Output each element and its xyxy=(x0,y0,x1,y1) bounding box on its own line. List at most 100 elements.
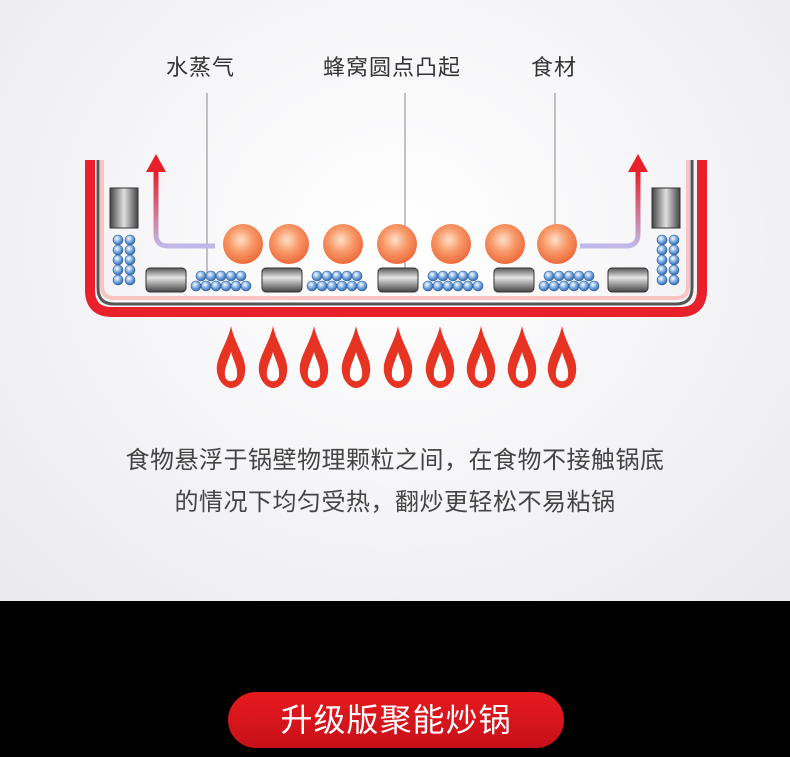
steam-bubble xyxy=(543,270,555,282)
steam-bubble xyxy=(573,270,585,282)
steam-bubble xyxy=(432,280,444,292)
steam-bubble xyxy=(553,270,565,282)
food-ball xyxy=(269,224,309,264)
steam-bubble xyxy=(311,270,323,282)
honeycomb-bumps xyxy=(145,267,649,293)
food-ball xyxy=(223,224,263,264)
steam-bubble xyxy=(538,280,550,292)
steam-bubble xyxy=(668,264,680,276)
steam-bubble xyxy=(112,234,124,246)
steam-bubble xyxy=(205,270,217,282)
flames xyxy=(216,326,577,388)
flame xyxy=(258,326,288,388)
pan-side-block-left xyxy=(109,187,139,229)
steam-arrow-left xyxy=(146,154,215,249)
flame xyxy=(216,326,246,388)
pan-inner-edge xyxy=(100,160,690,300)
steam-bubble xyxy=(656,274,668,286)
steam-bubble xyxy=(326,280,338,292)
label-steam: 水蒸气 xyxy=(166,56,236,81)
food-ball xyxy=(431,224,471,264)
steam-bubble xyxy=(230,280,242,292)
flame xyxy=(341,326,371,388)
steam-bubble xyxy=(235,270,247,282)
steam-bubble xyxy=(457,270,469,282)
steam-bubble xyxy=(195,270,207,282)
steam-bubble xyxy=(200,280,212,292)
steam-bubble xyxy=(331,270,343,282)
flame xyxy=(425,326,455,388)
steam-bubble xyxy=(124,264,136,276)
steam-bubble xyxy=(583,270,595,282)
steam-bubble xyxy=(588,280,600,292)
steam-bubble xyxy=(112,264,124,276)
steam-bubble xyxy=(668,244,680,256)
pan-shell xyxy=(85,160,707,317)
flame xyxy=(466,326,496,388)
steam-bubble xyxy=(558,280,570,292)
steam-bubble xyxy=(422,280,434,292)
steam-bubble xyxy=(112,244,124,256)
steam-bubble xyxy=(220,280,232,292)
flame xyxy=(299,326,329,388)
steam-bubble xyxy=(346,280,358,292)
diagram-panel: 水蒸气 蜂窝圆点凸起 食材 食物悬浮于锅壁物理颗粒之间，在食物不接触锅底 的情况… xyxy=(0,0,790,601)
steam-bubble xyxy=(472,280,484,292)
label-honeycomb: 蜂窝圆点凸起 xyxy=(323,56,462,81)
food-balls xyxy=(223,224,577,264)
flame xyxy=(547,326,577,388)
steam-bubble xyxy=(190,280,202,292)
steam-bubble xyxy=(656,234,668,246)
steam-bubble xyxy=(351,270,363,282)
steam-bubbles xyxy=(112,234,680,292)
steam-bubble xyxy=(452,280,464,292)
steam-bubble xyxy=(124,244,136,256)
flame xyxy=(383,326,413,388)
steam-bubble xyxy=(124,234,136,246)
pan-diagram xyxy=(85,93,707,388)
steam-bubble xyxy=(447,270,459,282)
steam-bubble xyxy=(462,280,474,292)
food-ball xyxy=(323,224,363,264)
flame xyxy=(507,326,537,388)
steam-bubble xyxy=(240,280,252,292)
steam-bubble xyxy=(568,280,580,292)
steam-bubble xyxy=(112,254,124,266)
food-ball xyxy=(377,224,417,264)
bottom-panel: 升级版聚能炒锅 xyxy=(0,601,790,757)
label-food: 食材 xyxy=(531,56,578,81)
steam-bubble xyxy=(112,274,124,286)
steam-bubble xyxy=(356,280,368,292)
steam-bubble xyxy=(668,254,680,266)
steam-bubble xyxy=(341,270,353,282)
steam-bubble xyxy=(336,280,348,292)
steam-bubble xyxy=(656,264,668,276)
pan-inner-line xyxy=(96,160,694,306)
steam-bubble xyxy=(668,234,680,246)
description-line-1: 食物悬浮于锅壁物理颗粒之间，在食物不接触锅底 xyxy=(125,446,665,474)
steam-bubble xyxy=(321,270,333,282)
steam-bubble xyxy=(306,280,318,292)
steam-bubble xyxy=(210,280,222,292)
steam-bubble xyxy=(124,254,136,266)
steam-bubble xyxy=(215,270,227,282)
steam-bubble xyxy=(437,270,449,282)
steam-bubble xyxy=(225,270,237,282)
steam-bubble xyxy=(467,270,479,282)
steam-bubble xyxy=(578,280,590,292)
steam-bubble xyxy=(668,274,680,286)
pan-side-block-right xyxy=(651,187,681,229)
steam-arrow-right xyxy=(580,154,648,249)
product-banner: 升级版聚能炒锅 xyxy=(228,692,564,748)
steam-bubble xyxy=(656,244,668,256)
food-ball xyxy=(537,224,577,264)
steam-bubble xyxy=(548,280,560,292)
steam-bubble xyxy=(316,280,328,292)
steam-bubble xyxy=(442,280,454,292)
steam-bubble xyxy=(656,254,668,266)
description-line-2: 的情况下均匀受热，翻炒更轻松不易粘锅 xyxy=(174,488,616,516)
steam-bubble xyxy=(124,274,136,286)
steam-bubble xyxy=(427,270,439,282)
steam-bubble xyxy=(563,270,575,282)
food-ball xyxy=(485,224,525,264)
